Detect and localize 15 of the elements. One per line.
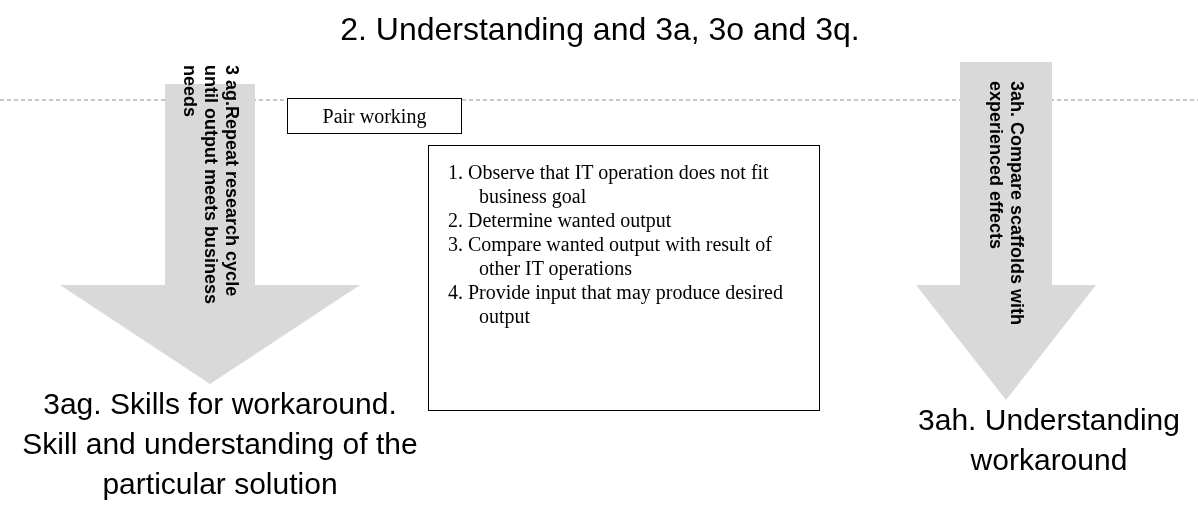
block-arrow xyxy=(916,62,1096,400)
edge-label: 3 ag.Repeat research cycle until output meets business needs xyxy=(178,65,242,305)
outcome-text: 3ag. Skills for workaround. xyxy=(42,386,398,422)
box-label: Pair working xyxy=(322,104,427,128)
list-item: 4. Provide input that may produce desired output xyxy=(447,280,784,328)
list-item: 3. Compare wanted output with result of other IT operations xyxy=(447,232,773,280)
title-text: 2. Understanding and 3a, 3o and 3q. xyxy=(339,10,861,49)
outcome-text: 3ah. Understanding workaround xyxy=(917,402,1181,478)
edge-label: 3ah. Compare scaffolds with experienced effects xyxy=(985,81,1027,328)
list-item: 1. Observe that IT operation does not fit business goal xyxy=(447,160,770,208)
block-arrow xyxy=(60,84,360,384)
label-box xyxy=(287,98,462,134)
list-box xyxy=(428,145,820,411)
list-item: 2. Determine wanted output xyxy=(447,208,673,232)
outcome-text: Skill and understanding of the particular solution xyxy=(21,426,419,502)
